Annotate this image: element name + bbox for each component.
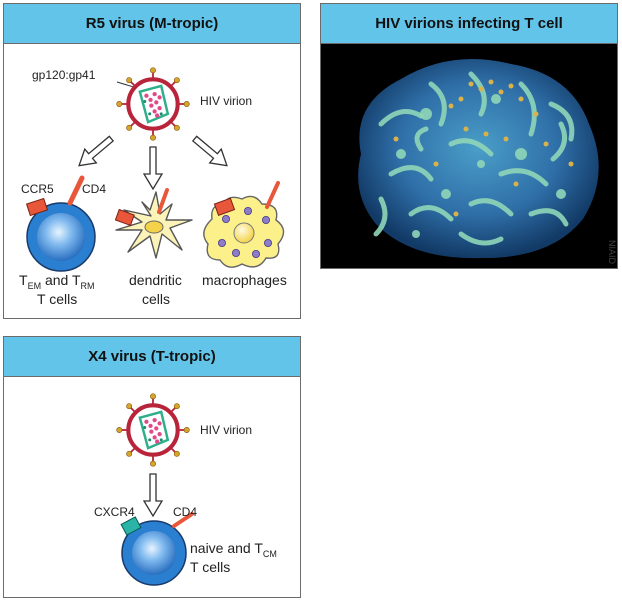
macrophages-label: macrophages — [202, 272, 287, 288]
dendritic-label-line1: dendritic — [129, 272, 182, 288]
macrophage-icon — [204, 183, 284, 267]
hiv-tcell-micrograph — [321, 44, 617, 268]
x4-virion-label: HIV virion — [200, 423, 252, 437]
r5-arrow-right-icon — [189, 132, 233, 173]
gp120-gp41-label: gp120:gp41 — [32, 68, 95, 82]
x4-diagram — [4, 377, 300, 597]
x4-arrow-down-icon — [144, 474, 162, 516]
r5-hiv-virion-icon — [117, 68, 190, 141]
tem-trm-label: TEM and TRM — [19, 272, 95, 291]
x4-cd4-label: CD4 — [173, 505, 197, 519]
cxcr4-label: CXCR4 — [94, 505, 135, 519]
r5-arrow-left-icon — [73, 132, 117, 173]
r5-virion-label: HIV virion — [200, 94, 252, 108]
naive-tcm-cell-icon — [121, 514, 192, 585]
r5-arrow-down-icon — [144, 147, 162, 189]
r5-cd4-label: CD4 — [82, 182, 106, 196]
naive-tcm-label: naive and TCM — [190, 540, 277, 559]
x4-hiv-virion-icon — [117, 394, 190, 467]
x4-virus-panel: X4 virus (T-tropic) HIV virion CXCR4 CD4… — [3, 336, 301, 598]
x4-panel-title: X4 virus (T-tropic) — [4, 337, 300, 377]
r5-panel-title: R5 virus (M-tropic) — [4, 4, 300, 44]
r5-virus-panel: R5 virus (M-tropic) — [3, 3, 301, 319]
photo-panel-title: HIV virions infecting T cell — [321, 4, 617, 44]
naive-tcm-tcells-label: T cells — [190, 559, 230, 575]
photo-credit: NIAID — [607, 240, 617, 264]
dendritic-label-line2: cells — [142, 291, 170, 307]
dendritic-cell-icon — [115, 190, 192, 258]
tem-trm-tcells-label: T cells — [37, 291, 77, 307]
hiv-photo-panel: HIV virions infecting T cell — [320, 3, 618, 269]
ccr5-label: CCR5 — [21, 182, 54, 196]
